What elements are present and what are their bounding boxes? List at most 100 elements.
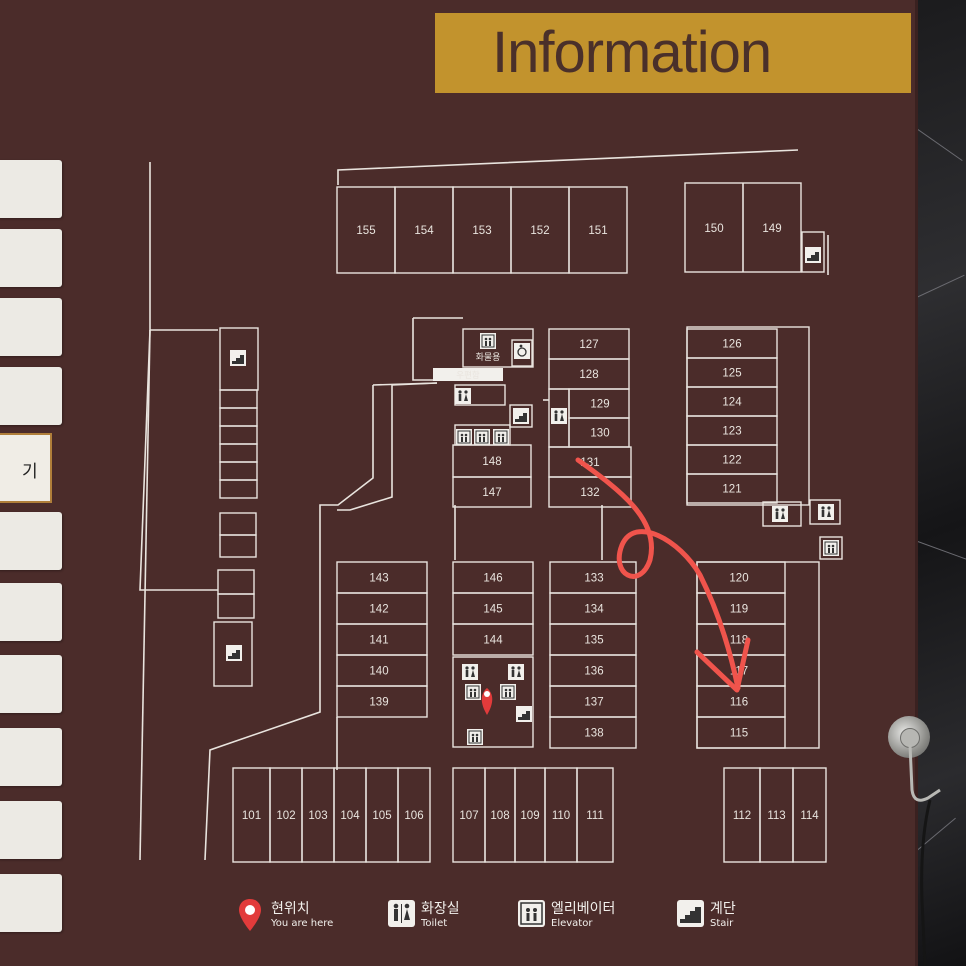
corridor-wall: [372, 382, 438, 386]
unit-: [217, 569, 255, 595]
elevator-icon-frame: [824, 541, 838, 555]
wheelchair-icon: [514, 343, 530, 359]
unit-138: [549, 716, 637, 749]
stair-room: [801, 231, 825, 273]
unit-: [219, 425, 258, 445]
toilet-icon: [551, 408, 567, 424]
unit-label-141: 141: [369, 635, 388, 647]
toilet-icon-figure: [465, 670, 469, 677]
unit-label-105: 105: [372, 810, 391, 822]
unit-label-129: 129: [590, 399, 609, 411]
elevator-icon-figure: [464, 433, 468, 437]
unit-label-150: 150: [704, 223, 723, 235]
annotation-arrow: [575, 457, 741, 691]
elevator-icon-figure: [502, 437, 504, 442]
elevator-icon-figure: [489, 341, 491, 346]
corridor-wall: [204, 385, 374, 861]
unit-label-122: 122: [722, 455, 741, 467]
unit-label-147: 147: [482, 487, 501, 499]
unit-label-114: 114: [800, 810, 819, 822]
unit-label-121: 121: [722, 484, 741, 496]
elevator-icon-figure: [479, 437, 481, 442]
unit-label-123: 123: [722, 426, 741, 438]
unit-111: [576, 767, 614, 863]
side-tile: [0, 298, 62, 356]
toilet-icon: [508, 664, 524, 680]
toilet-icon-figure: [827, 510, 831, 517]
corridor-wall: [139, 329, 151, 861]
toilet-icon-figure: [458, 390, 462, 394]
restroom-cluster: [452, 656, 534, 748]
corridor-wall: [412, 318, 433, 381]
unit-label-128: 128: [579, 369, 598, 381]
elevator-icon-figure: [469, 688, 473, 692]
elevator-icon-frame: [466, 685, 480, 699]
elevator-icon-frame: [468, 730, 482, 744]
toilet-icon-figure: [781, 508, 785, 512]
toilet-icon: [388, 900, 415, 927]
wall-hook: [888, 716, 930, 758]
unit-label-153: 153: [472, 225, 491, 237]
stair-icon: [677, 900, 704, 927]
toilet-icon-figure: [517, 666, 521, 670]
unit-label-119: 119: [730, 604, 748, 616]
corridor-wall: [337, 385, 393, 511]
unit-label-102: 102: [276, 810, 295, 822]
elevator-icon: [823, 540, 839, 556]
elevator-icon: [474, 429, 490, 445]
elevator-icon-figure: [488, 337, 492, 341]
header-title: Information: [492, 20, 772, 85]
toilet-icon-figure: [821, 510, 825, 517]
toilet-icon: [462, 664, 478, 680]
toilet-icon: [772, 506, 788, 522]
unit-label-107: 107: [459, 810, 478, 822]
unit-label-106: 106: [404, 810, 423, 822]
unit-: [219, 461, 258, 481]
freight-label: 화물용: [476, 352, 501, 362]
unit-label-148: 148: [482, 456, 501, 468]
annotation-arrow-head: [694, 637, 751, 693]
information-header: Information: [435, 13, 911, 93]
unit-label-127: 127: [579, 339, 598, 351]
elevator-icon-figure: [484, 337, 488, 341]
unit-: [219, 389, 258, 409]
unit-label-108: 108: [490, 810, 509, 822]
elevator-icon-figure: [474, 692, 476, 697]
wheelchair-icon-wheel: [517, 347, 527, 357]
elevator-icon-frame: [457, 430, 471, 444]
stair-icon-steps: [515, 413, 527, 422]
unit-label-130: 130: [590, 428, 609, 440]
unit-: [219, 443, 258, 463]
restroom: [809, 499, 841, 525]
corridor-wall: [139, 329, 218, 591]
corridor-wall: [337, 149, 799, 185]
toilet-icon-figure: [511, 666, 515, 670]
toilet-icon-figure: [464, 394, 468, 401]
stair-room: [213, 621, 253, 687]
toilet-icon-figure: [554, 410, 558, 414]
elevator-icon: [500, 684, 516, 700]
elevator-icon-figure: [470, 692, 472, 697]
toilet-icon-figure: [775, 508, 779, 512]
accessible-room: [511, 339, 533, 367]
toilet-icon-figure: [471, 666, 475, 670]
legend-ko: 계단: [710, 901, 736, 917]
legend-en: You are here: [271, 918, 334, 929]
side-tile: [0, 160, 62, 218]
legend-ko: 화장실: [421, 901, 460, 917]
unit-114: [792, 767, 827, 863]
elevator-icon-figure: [471, 733, 475, 737]
legend-en: Stair: [710, 918, 734, 929]
you-are-here-pin-dot: [484, 691, 490, 697]
side-tile-labeled: 기: [0, 433, 52, 503]
elevator-icon-figure: [465, 437, 467, 442]
elevator-icon-figure: [475, 733, 479, 737]
unit-label-103: 103: [308, 810, 327, 822]
elevator-icon-figure: [508, 688, 512, 692]
unit-121: [686, 473, 778, 504]
unit-132: [548, 476, 632, 508]
elevator-icon-frame: [501, 685, 515, 699]
side-tile: [0, 583, 62, 641]
elevator-icon: [456, 429, 472, 445]
side-tile-text: 기: [22, 462, 38, 482]
